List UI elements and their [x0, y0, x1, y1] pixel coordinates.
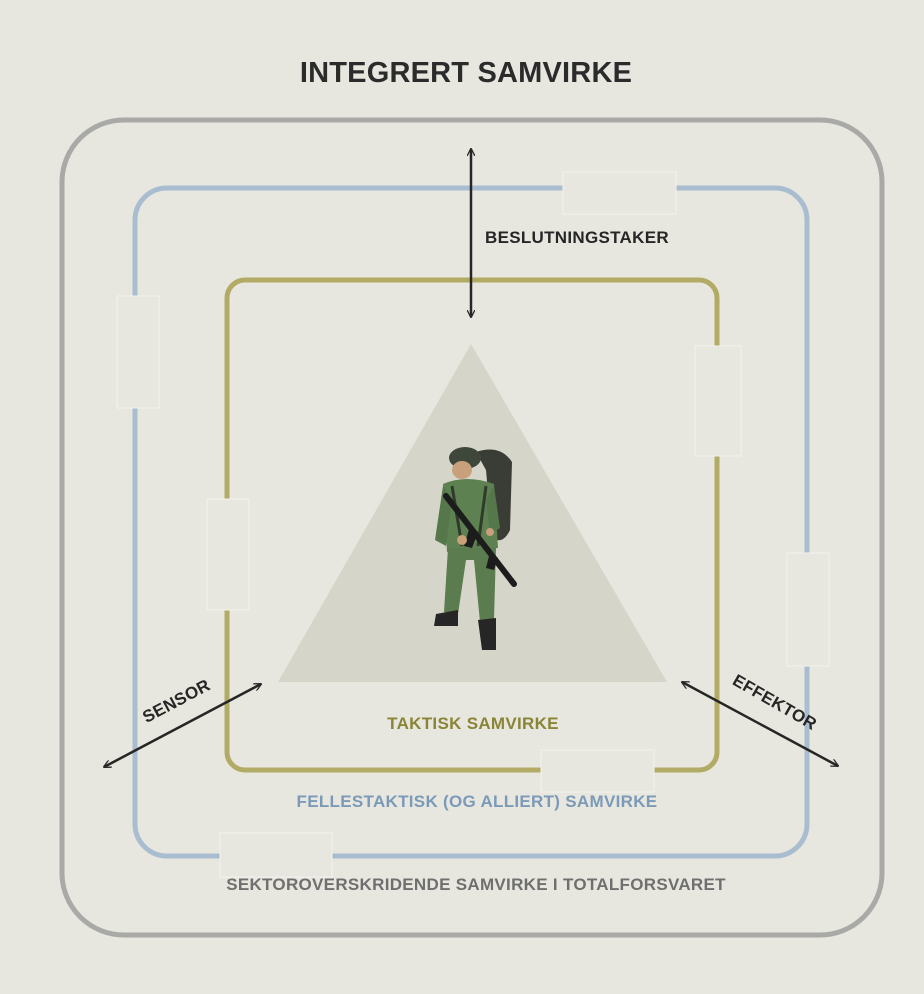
diagram-title: INTEGRERT SAMVIRKE	[300, 57, 632, 89]
gap-inner-right	[694, 345, 742, 457]
gap-inner-bottom	[540, 749, 655, 793]
sector-crossing-label: SEKTOROVERSKRIDENDE SAMVIRKE I TOTALFORS…	[226, 875, 726, 894]
sector-crossing-frame	[59, 117, 885, 938]
frame-gaps	[116, 171, 830, 878]
gap-middle-left	[116, 295, 160, 409]
joint-tactical-label: FELLESTAKTISK (OG ALLIERT) SAMVIRKE	[297, 792, 658, 811]
decision-maker-label: BESLUTNINGSTAKER	[485, 228, 669, 247]
soldier-icon	[434, 447, 517, 650]
sensor-label: SENSOR	[139, 675, 213, 726]
gap-middle-bottom	[219, 832, 333, 878]
effector-arrow	[682, 680, 838, 768]
gap-middle-right	[786, 552, 830, 667]
tactical-label: TAKTISK SAMVIRKE	[387, 714, 559, 733]
gap-inner-left	[206, 498, 250, 611]
gap-middle-top	[562, 171, 677, 215]
sensor-arrow	[104, 682, 261, 769]
